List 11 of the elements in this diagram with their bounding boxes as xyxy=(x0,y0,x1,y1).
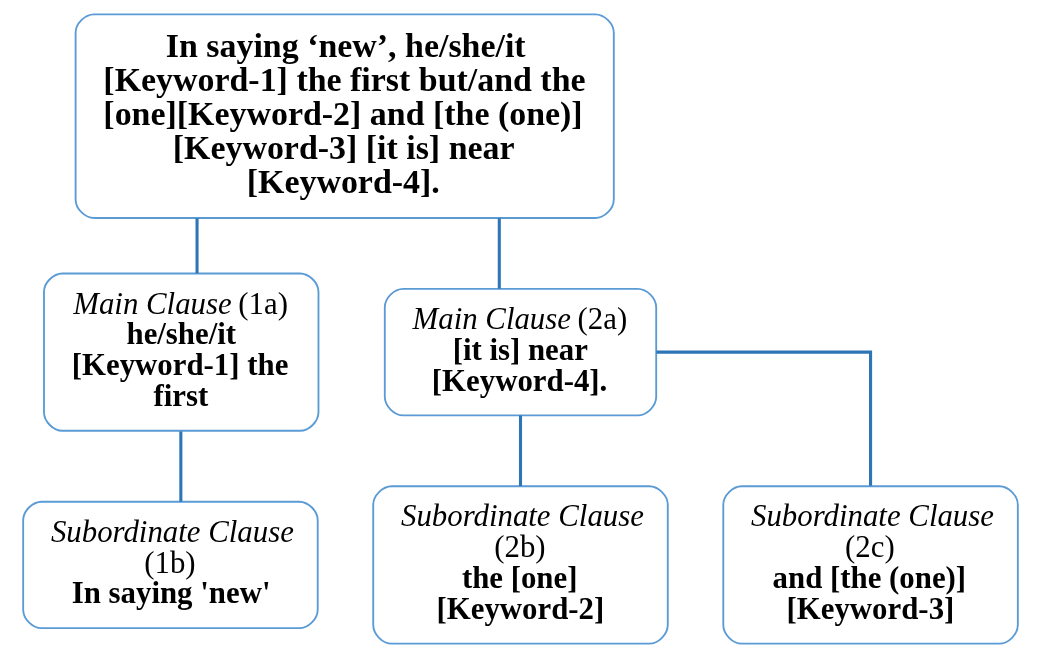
connector xyxy=(195,218,199,274)
connector xyxy=(497,218,501,289)
connector xyxy=(518,415,523,487)
connector xyxy=(656,350,873,486)
node-box: In saying ‘new’, he/she/it [Keyword-1] the first but/and the [one][Keyword-2] and [the (one)] [Keyword-3] [it is] near [Keyword-4]. xyxy=(74,13,615,219)
connector xyxy=(179,431,183,502)
node-box: Main Clause (1a) he/she/it [Keyword-1] the first xyxy=(43,272,320,432)
node-box: Subordinate Clause (2b) the [one] [Keyword-2] xyxy=(372,485,669,645)
node-box: Subordinate Clause (2c) and [the (one)] [Keyword-3] xyxy=(722,485,1019,645)
node-box: Subordinate Clause (1b) In saying 'new' xyxy=(22,500,319,630)
node-box: Main Clause (2a) [it is] near [Keyword-4]. xyxy=(383,288,658,417)
